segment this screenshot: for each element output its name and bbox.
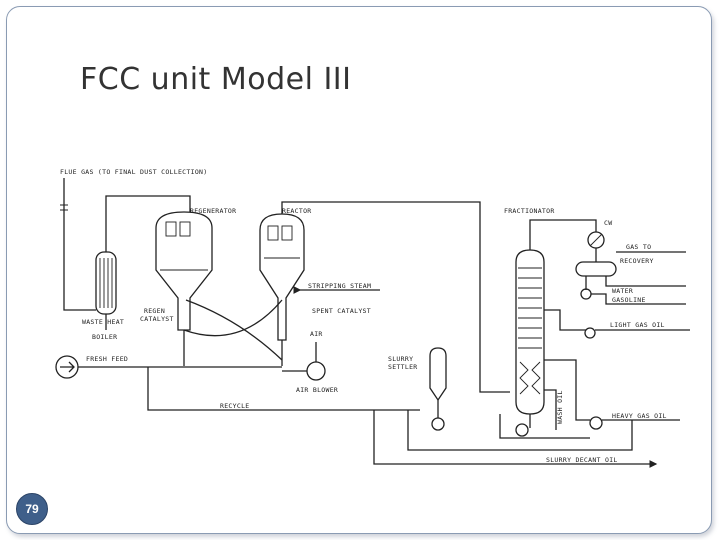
recycle-line (147, 367, 420, 411)
waste-heat-boiler (95, 195, 191, 330)
label-stripping-steam: STRIPPING STEAM (308, 282, 371, 290)
label-cw: CW (604, 219, 612, 227)
label-regen-catalyst-1: REGEN (144, 307, 165, 315)
label-gas-to-recovery-2: RECOVERY (620, 257, 654, 265)
label-waste-heat-2: BOILER (92, 333, 117, 341)
fresh-feed-pump (55, 355, 79, 379)
heavy-gas-oil-draw (499, 359, 680, 439)
slide-title: FCC unit Model III (80, 62, 352, 97)
slide-frame (6, 6, 712, 534)
label-fractionator: FRACTIONATOR (504, 207, 555, 215)
label-gas-to-recovery-1: GAS TO (626, 243, 651, 251)
flue-gas-line (60, 178, 96, 311)
light-gas-oil-draw (544, 309, 690, 339)
label-reactor: REACTOR (282, 207, 312, 215)
overhead-condenser (529, 219, 686, 305)
reactor-vessel (259, 201, 510, 393)
label-water: WATER (612, 287, 633, 295)
label-spent-catalyst: SPENT CATALYST (312, 307, 371, 315)
fractionator-column (515, 249, 545, 437)
label-light-gas-oil: LIGHT GAS OIL (610, 321, 665, 329)
label-gasoline: GASOLINE (612, 296, 646, 304)
label-fresh-feed: FRESH FEED (86, 355, 128, 363)
label-air: AIR (310, 330, 323, 338)
label-regen-catalyst-2: CATALYST (140, 315, 174, 323)
slurry-settler (429, 347, 447, 431)
label-recycle: RECYCLE (220, 402, 250, 410)
catalyst-transfer-lines (183, 299, 283, 366)
slurry-decant-line (373, 410, 658, 468)
wash-oil-line (544, 389, 557, 430)
label-flue-gas: FLUE GAS (TO FINAL DUST COLLECTION) (60, 168, 207, 176)
label-air-blower: AIR BLOWER (296, 386, 338, 394)
label-regenerator: REGENERATOR (190, 207, 236, 215)
label-waste-heat-1: WASTE HEAT (82, 318, 124, 326)
page-number-badge: 79 (16, 493, 48, 525)
air-blower (282, 342, 326, 381)
label-slurry-decant-oil: SLURRY DECANT OIL (546, 456, 618, 464)
heavy-oil-return-line (407, 410, 633, 451)
label-slurry-settler-2: SETTLER (388, 363, 418, 371)
label-slurry-settler-1: SLURRY (388, 355, 413, 363)
label-heavy-gas-oil: HEAVY GAS OIL (612, 412, 667, 420)
regenerator-vessel (155, 211, 213, 331)
label-wash-oil: WASH OIL (556, 390, 564, 424)
